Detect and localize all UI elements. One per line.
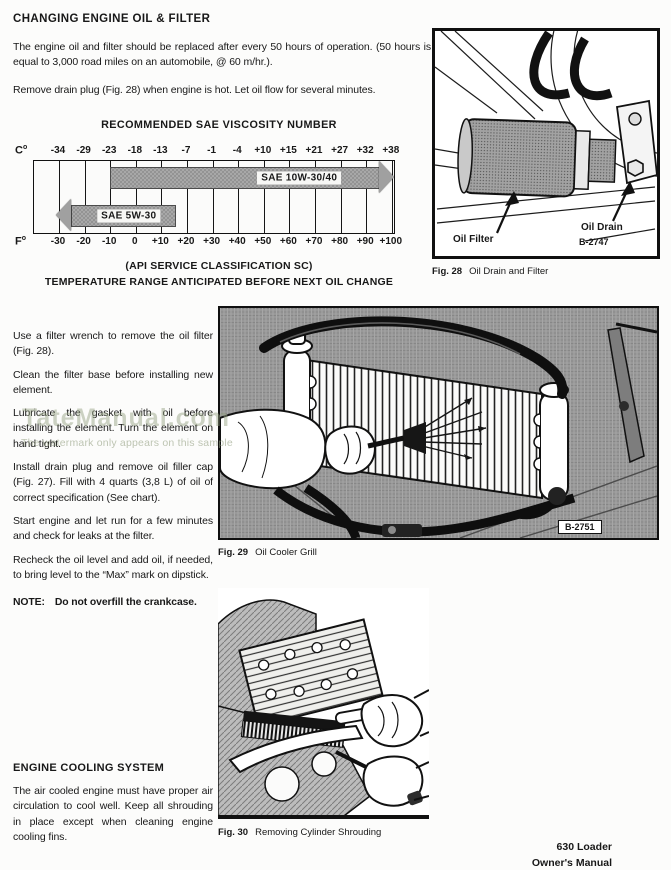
fahrenheit-tick-label: +20 bbox=[177, 236, 195, 247]
footer-manual-type: Owner's Manual bbox=[531, 857, 612, 869]
fahrenheit-tick-label: +60 bbox=[279, 236, 297, 247]
note: NOTE: Do not overfill the crankcase. bbox=[13, 597, 213, 608]
chart-ticks-bottom: -30 -20 -10 0 +10 +20 +30 +40 +50 +60 +70 +80 +90 +10… bbox=[33, 236, 402, 249]
paragraph: The air cooled engine must have proper a… bbox=[13, 785, 213, 843]
fahrenheit-tick-label: -20 bbox=[76, 236, 91, 247]
photo-id-b2751: B-2751 bbox=[558, 520, 602, 534]
axis-label-fahrenheit: Fo bbox=[15, 235, 27, 248]
fahrenheit-tick-label: +80 bbox=[331, 236, 349, 247]
chart-gridline bbox=[212, 161, 214, 233]
page-title: CHANGING ENGINE OIL & FILTER bbox=[13, 13, 211, 25]
celsius-tick-label: +27 bbox=[331, 145, 349, 156]
fahrenheit-tick-label: 0 bbox=[132, 236, 138, 247]
chart-gridline bbox=[187, 161, 188, 233]
note-label: NOTE: bbox=[13, 597, 45, 609]
paragraph: Lubricate the gasket with oil before ins… bbox=[13, 407, 213, 450]
procedure-column: Use a filter wrench to remove the oil fi… bbox=[13, 329, 213, 608]
chart-title: RECOMMENDED SAE VISCOSITY NUMBER bbox=[101, 119, 337, 131]
chart-gridline bbox=[315, 161, 316, 233]
celsius-tick-label: +38 bbox=[382, 145, 400, 156]
fahrenheit-tick-label: +10 bbox=[151, 236, 169, 247]
celsius-tick-label: -7 bbox=[181, 145, 191, 156]
chart-gridline bbox=[84, 161, 86, 233]
celsius-tick-label: -34 bbox=[50, 145, 66, 156]
arrowhead-left bbox=[56, 199, 71, 231]
viscosity-bar-label: SAE 10W-30/40 bbox=[257, 171, 342, 185]
celsius-tick-label: +21 bbox=[305, 145, 323, 156]
fig29-illustration bbox=[219, 308, 658, 540]
axis-label-celsius: Co bbox=[15, 144, 28, 157]
page-footer: 630 Loader Owner's Manual bbox=[532, 839, 612, 870]
chart-gridline bbox=[289, 161, 291, 233]
cooling-section: ENGINE COOLING SYSTEM The air cooled eng… bbox=[13, 762, 213, 853]
celsius-tick-label: +15 bbox=[279, 145, 297, 156]
celsius-tick-label: -18 bbox=[127, 145, 143, 156]
api-classification-note: (API SERVICE CLASSIFICATION SC) bbox=[125, 260, 313, 272]
viscosity-bar: SAE 5W-30 bbox=[71, 205, 177, 227]
viscosity-bar: SAE 10W-30/40 bbox=[110, 167, 381, 189]
viscosity-bar-label: SAE 5W-30 bbox=[97, 209, 161, 223]
chart-gridline bbox=[238, 161, 240, 233]
figure-30-removing-cylinder-shrouding bbox=[217, 588, 430, 820]
fahrenheit-tick-label: +40 bbox=[228, 236, 246, 247]
celsius-tick-label: +32 bbox=[356, 145, 374, 156]
oil-drain-label: Oil Drain bbox=[581, 222, 623, 233]
fahrenheit-tick-label: -30 bbox=[50, 236, 66, 247]
chart-ticks-top: -34 -29 -23 -18 -13 -7 -1 -4 +10 +15 +21 +27 +32 +38 bbox=[33, 145, 400, 158]
photo-id-b2747: B-2747 bbox=[579, 237, 609, 247]
paragraph: Remove drain plug (Fig. 28) when engine … bbox=[13, 83, 376, 96]
arrowhead-right bbox=[378, 161, 394, 193]
chart-gridline bbox=[391, 161, 393, 233]
footer-model: 630 Loader bbox=[556, 841, 612, 853]
fahrenheit-tick-label: +100 bbox=[379, 236, 403, 247]
figure-28-oil-drain-and-filter: Oil Filter Oil Drain B-2747 bbox=[432, 0, 671, 259]
paragraph: Install drain plug and remove oil filler… bbox=[13, 461, 213, 504]
watermark-note: The watermark only appears on this sampl… bbox=[21, 437, 233, 449]
paragraph: Use a filter wrench to remove the oil fi… bbox=[13, 330, 213, 358]
section-title: ENGINE COOLING SYSTEM bbox=[13, 762, 165, 774]
viscosity-chart: Co -34 -29 -23 -18 -13 -7 -1 -4 +10 +15 +21 +27 +32 +… bbox=[13, 132, 433, 249]
oil-filter-label: Oil Filter bbox=[453, 234, 494, 245]
fahrenheit-tick-label: +90 bbox=[356, 236, 374, 247]
celsius-tick-label: -1 bbox=[207, 145, 217, 156]
celsius-tick-label: -29 bbox=[76, 145, 91, 156]
fig28-illustration bbox=[434, 0, 671, 242]
chart-footnotes: (API SERVICE CLASSIFICATION SC) TEMPERAT… bbox=[13, 259, 425, 290]
chart-gridline bbox=[135, 161, 137, 233]
figure-29-oil-cooler-grill: B-2751 bbox=[218, 306, 659, 540]
paragraph: Recheck the oil level and add oil, if ne… bbox=[13, 553, 213, 581]
chart-gridline bbox=[161, 161, 163, 233]
fahrenheit-tick-label: +50 bbox=[254, 236, 272, 247]
chart-gridline bbox=[340, 161, 342, 233]
chart-gridline bbox=[110, 161, 112, 233]
paragraph: Clean the filter base before installing … bbox=[13, 368, 213, 396]
celsius-tick-label: -4 bbox=[232, 145, 242, 156]
celsius-tick-label: -13 bbox=[153, 145, 168, 156]
note-text: Do not overfill the crankcase. bbox=[54, 597, 197, 609]
fahrenheit-tick-label: +70 bbox=[305, 236, 323, 247]
temperature-range-note: TEMPERATURE RANGE ANTICIPATED BEFORE NEX… bbox=[44, 275, 394, 288]
watermark-brand: TateManual.com bbox=[22, 404, 231, 432]
celsius-tick-label: +10 bbox=[254, 145, 272, 156]
intro-section: The engine oil and filter should be repl… bbox=[13, 40, 431, 110]
paragraph: Start engine and let run for a few minut… bbox=[13, 514, 213, 543]
chart-gridline bbox=[263, 161, 265, 233]
paragraph: The engine oil and filter should be repl… bbox=[13, 41, 431, 69]
chart-gridline bbox=[366, 161, 368, 233]
fahrenheit-tick-label: -10 bbox=[101, 236, 117, 247]
fahrenheit-tick-label: +30 bbox=[203, 236, 221, 247]
celsius-tick-label: -23 bbox=[101, 145, 117, 156]
fig30-illustration bbox=[217, 599, 430, 820]
chart-gridline bbox=[59, 161, 60, 233]
